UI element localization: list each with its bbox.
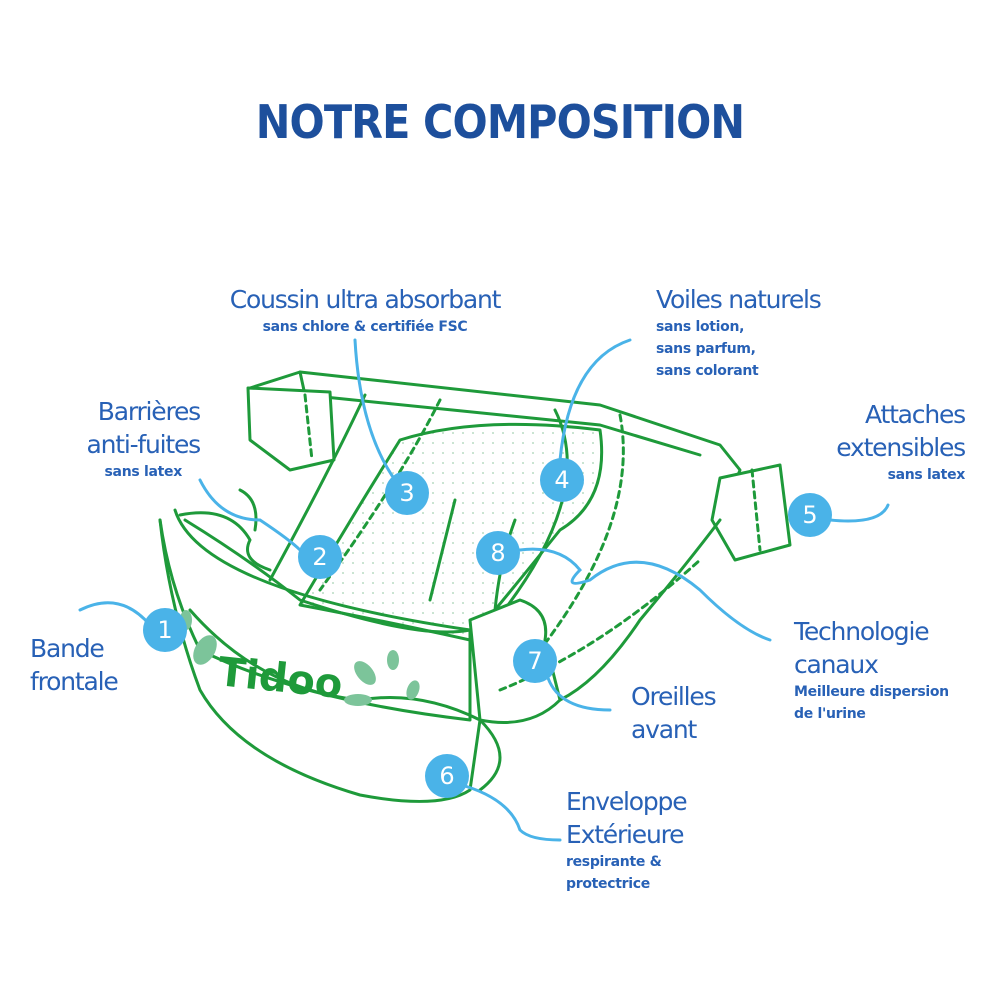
marker-6: 6	[425, 754, 469, 798]
label-detail: sans lotion,	[656, 319, 745, 335]
label-detail: sans colorant	[656, 363, 759, 379]
label-detail: sans chlore & certifiée FSC	[262, 319, 468, 335]
label-title: Attaches	[865, 400, 966, 429]
label-detail: de l'urine	[794, 706, 866, 722]
label-attaches: Attaches extensibles sans latex	[836, 398, 966, 486]
marker-7: 7	[513, 639, 557, 683]
label-enveloppe: Enveloppe Extérieure respirante & protec…	[566, 785, 688, 895]
label-technologie: Technologie canaux Meilleure dispersion …	[794, 615, 949, 725]
label-bande-frontale: Bande frontale	[30, 632, 119, 698]
label-title: Bande	[30, 634, 105, 663]
label-title: Voiles naturels	[656, 285, 822, 314]
label-title: anti-fuites	[86, 430, 201, 459]
page-title: NOTRE COMPOSITION	[255, 95, 745, 149]
marker-4: 4	[540, 458, 584, 502]
marker-8: 8	[476, 531, 520, 575]
label-title: Technologie	[794, 617, 930, 646]
marker-1: 1	[143, 608, 187, 652]
label-detail: respirante &	[566, 854, 662, 870]
label-title: avant	[631, 715, 697, 744]
label-barrieres: Barrières anti-fuites sans latex	[86, 395, 201, 483]
label-detail: Meilleure dispersion	[794, 684, 949, 700]
label-title: Oreilles	[631, 682, 717, 711]
label-title: frontale	[30, 667, 119, 696]
label-oreilles: Oreilles avant	[631, 680, 717, 746]
label-title: Enveloppe	[566, 787, 688, 816]
label-title: Coussin ultra absorbant	[229, 285, 502, 314]
label-coussin: Coussin ultra absorbant sans chlore & ce…	[200, 283, 530, 338]
label-detail: sans latex	[887, 467, 966, 483]
label-voiles: Voiles naturels sans lotion, sans parfum…	[656, 283, 822, 382]
marker-2: 2	[298, 535, 342, 579]
label-title: canaux	[794, 650, 879, 679]
label-detail: sans latex	[104, 464, 183, 480]
label-title: extensibles	[836, 433, 966, 462]
label-title: Barrières	[97, 397, 201, 426]
label-title: Extérieure	[566, 820, 685, 849]
label-detail: sans parfum,	[656, 341, 756, 357]
marker-3: 3	[385, 471, 429, 515]
label-detail: protectrice	[566, 876, 650, 892]
marker-5: 5	[788, 493, 832, 537]
